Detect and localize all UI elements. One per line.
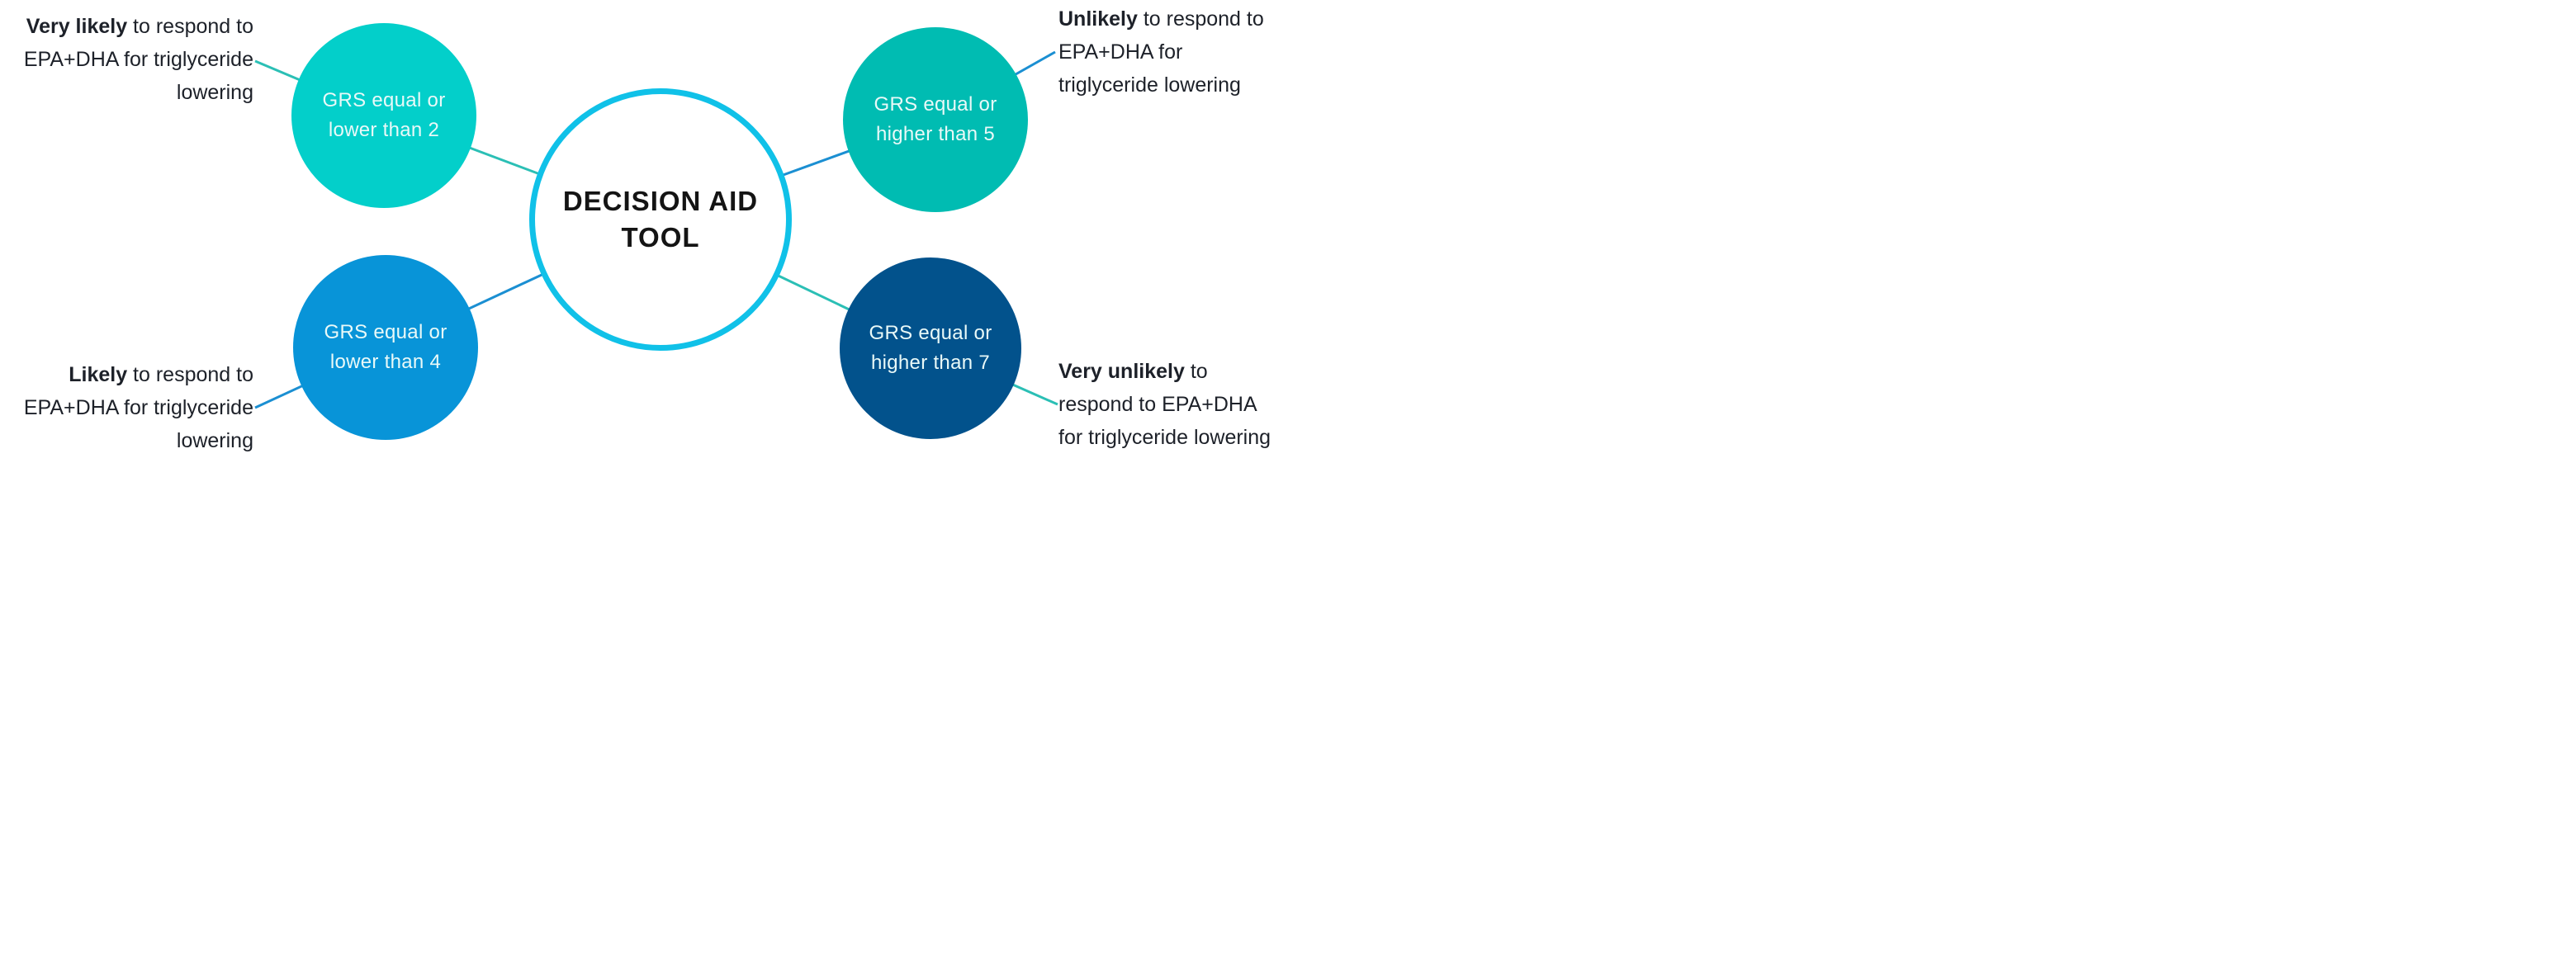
node-label-line: lower than 4 — [329, 351, 442, 373]
annotation-line: EPA+DHA for — [1058, 40, 1183, 64]
annotation-line: for triglyceride lowering — [1058, 426, 1271, 449]
node-label-line: GRS equal or — [874, 93, 997, 116]
annotation-likely: Likely to respond to EPA+DHA for triglyc… — [24, 358, 253, 457]
annotation-line: Likely to respond to — [24, 358, 253, 391]
annotation-text: to respond to — [127, 363, 253, 386]
central-node-decision-aid-tool: DECISION AID TOOL — [529, 88, 792, 351]
annotation-line: lowering — [176, 429, 253, 452]
annotation-line: EPA+DHA for triglyceride — [23, 48, 253, 71]
annotation-bold-text: Unlikely — [1058, 7, 1138, 31]
hub-title-line: TOOL — [621, 222, 700, 253]
node-label-line: higher than 7 — [870, 352, 990, 374]
node-grs-higher-than-5: GRS equal or higher than 5 — [843, 27, 1028, 212]
node-label-line: GRS equal or — [322, 89, 446, 111]
annotation-very-unlikely: Very unlikely to respond to EPA+DHA for … — [1058, 355, 1271, 454]
annotation-line: Very unlikely to — [1058, 355, 1271, 388]
decision-aid-diagram: GRS equal or lower than 2 GRS equal or h… — [0, 0, 1288, 480]
node-grs-lower-than-2: GRS equal or lower than 2 — [291, 23, 476, 208]
hub-title-line: DECISION AID — [562, 186, 759, 216]
node-label-line: higher than 5 — [875, 123, 995, 145]
node-grs-higher-than-7: GRS equal or higher than 7 — [840, 257, 1021, 439]
annotation-text: to respond to — [127, 15, 253, 38]
annotation-line: Unlikely to respond to — [1058, 2, 1264, 35]
annotation-line: respond to EPA+DHA — [1058, 393, 1257, 416]
annotation-unlikely: Unlikely to respond to EPA+DHA for trigl… — [1058, 2, 1264, 102]
annotation-very-likely: Very likely to respond to EPA+DHA for tr… — [24, 10, 253, 109]
node-label-line: GRS equal or — [869, 322, 992, 344]
annotation-line: Very likely to respond to — [24, 10, 253, 43]
node-label-line: lower than 2 — [328, 119, 440, 141]
annotation-bold-text: Very unlikely — [1058, 360, 1185, 383]
annotation-bold-text: Likely — [69, 363, 128, 386]
annotation-text: to — [1184, 360, 1208, 383]
node-label-line: GRS equal or — [324, 321, 447, 343]
annotation-text: to respond to — [1137, 7, 1264, 31]
node-grs-lower-than-4: GRS equal or lower than 4 — [293, 255, 478, 440]
annotation-line: triglyceride lowering — [1058, 73, 1241, 97]
annotation-bold-text: Very likely — [26, 15, 128, 38]
annotation-line: EPA+DHA for triglyceride — [23, 396, 253, 419]
annotation-line: lowering — [176, 81, 253, 104]
